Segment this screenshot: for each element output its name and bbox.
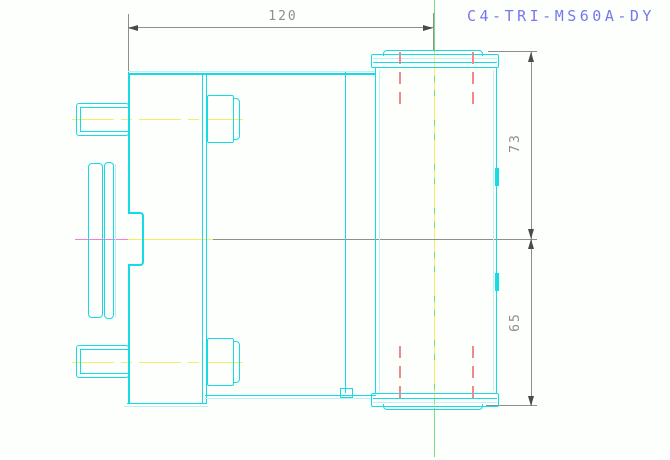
dim-height-upper-label: 73 xyxy=(508,133,523,153)
dim-height-arrow-mid-upper xyxy=(528,229,534,239)
drawing-title: C4-TRI-MS60A-DY xyxy=(467,7,655,25)
dim-width-arrow-left xyxy=(128,25,138,31)
centerline-stud-top xyxy=(72,119,243,120)
dim-height-arrow-mid-lower xyxy=(528,239,534,249)
highlight-centerline-segment xyxy=(75,239,128,240)
bracket-bottom-edge xyxy=(127,403,207,404)
screw-head-top-chamfer xyxy=(233,98,240,140)
centerline-horizontal-yellow xyxy=(128,239,214,240)
hidden-line-bottom-right xyxy=(472,346,474,406)
dim-height-ext-bottom xyxy=(486,405,537,406)
screw-head-bottom xyxy=(207,338,234,386)
thin-plate-outer xyxy=(88,163,103,318)
centerline-stud-bottom xyxy=(72,362,243,363)
hidden-line-top-right xyxy=(472,52,474,112)
thin-plate-offset-line xyxy=(115,164,116,317)
dim-width-label: 120 xyxy=(268,9,298,24)
bracket-right-edge xyxy=(202,75,207,403)
dim-width-line xyxy=(128,27,433,28)
plate-bottom-edge-offset xyxy=(205,398,376,399)
dim-width-ext-right xyxy=(433,13,434,51)
thin-plate-inner xyxy=(104,162,114,319)
cylinder-cap-top xyxy=(371,54,499,68)
bracket-left-edge-upper xyxy=(128,75,130,212)
cylinder-top-plate xyxy=(383,50,483,56)
hidden-line-top-left xyxy=(399,52,401,112)
bracket-notch xyxy=(128,212,144,266)
centerline-vertical-cylinder xyxy=(434,52,435,408)
plate-right-edge xyxy=(345,72,346,393)
dim-width-ext-left xyxy=(128,14,129,73)
cylinder-cap-bottom-line2 xyxy=(373,402,497,403)
dim-height-arrow-bottom xyxy=(528,396,534,406)
plate-bottom-edge xyxy=(205,395,376,396)
cylinder-body-offset-right xyxy=(493,70,494,391)
dim-width-arrow-right xyxy=(423,25,433,31)
bracket-top-edge xyxy=(128,73,375,75)
stud-bottom xyxy=(76,345,129,378)
bracket-top-edge-offset xyxy=(128,71,375,72)
cylinder-cap-top-line1 xyxy=(373,58,497,59)
plate-step-detail xyxy=(340,388,353,398)
stud-top-thread-lines xyxy=(80,107,129,132)
bracket-left-edge-lower xyxy=(128,266,130,403)
cylinder-cap-bottom xyxy=(371,393,499,407)
cylinder-body-offset-left xyxy=(379,70,380,391)
cylinder-body xyxy=(375,67,497,394)
hidden-line-bottom-left xyxy=(399,346,401,406)
cylinder-bottom-plate xyxy=(383,404,483,410)
cylinder-side-tab-upper xyxy=(495,168,499,186)
bracket-bottom-edge-offset xyxy=(124,406,208,407)
screw-head-top xyxy=(207,95,234,143)
cylinder-cap-bottom-line1 xyxy=(373,398,497,399)
cylinder-cap-top-line2 xyxy=(373,62,497,63)
dim-height-ext-top xyxy=(488,51,537,52)
stud-top xyxy=(76,103,129,136)
dim-height-arrow-top xyxy=(528,52,534,62)
stud-bottom-thread-lines xyxy=(80,349,129,374)
dim-height-lower-label: 65 xyxy=(508,312,523,332)
screw-head-bottom-chamfer xyxy=(233,341,240,383)
cylinder-side-tab-lower xyxy=(495,273,499,291)
